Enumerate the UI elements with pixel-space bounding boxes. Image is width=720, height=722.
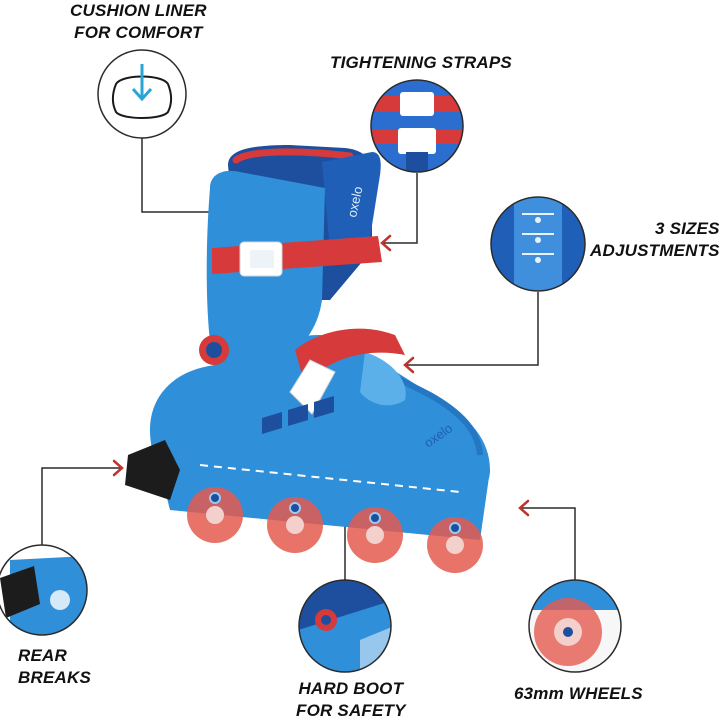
cushion-liner-line2: FOR COMFORT bbox=[74, 23, 203, 42]
hard-boot-label: HARD BOOT FOR SAFETY bbox=[296, 678, 406, 722]
rear-brake-connector bbox=[41, 467, 122, 545]
hard-boot-line2: FOR SAFETY bbox=[296, 701, 406, 720]
frame-checker-trim bbox=[199, 464, 461, 493]
rear-brake-pad bbox=[125, 440, 180, 500]
wheels-label: 63mm WHEELS bbox=[514, 683, 643, 705]
frame-bolts bbox=[209, 492, 461, 534]
hard-boot-line1: HARD BOOT bbox=[298, 679, 404, 698]
straps-arrowhead bbox=[380, 234, 392, 252]
rear-brake-detail bbox=[0, 544, 88, 636]
cuff-collar-trim bbox=[232, 148, 354, 164]
instep-panel bbox=[360, 352, 406, 406]
wheels-line1: 63mm WHEELS bbox=[514, 684, 643, 703]
lower-strap bbox=[295, 328, 405, 385]
toe-cap-edge bbox=[383, 369, 483, 456]
size-adjust-label: 3 SIZES ADJUSTMENTS bbox=[590, 218, 720, 262]
cushion-liner-line1: CUSHION LINER bbox=[70, 1, 207, 20]
pillow-icon bbox=[112, 64, 172, 119]
cushion-liner-detail bbox=[97, 49, 187, 139]
cushion-connector bbox=[141, 137, 222, 213]
tongue bbox=[322, 152, 381, 250]
side-vents bbox=[262, 396, 334, 434]
inline-skate: oxelo oxelo bbox=[125, 145, 490, 573]
wheels-connector bbox=[520, 507, 576, 580]
ankle-pivot-center bbox=[206, 342, 222, 358]
rear-brake-arrowhead bbox=[112, 459, 124, 477]
size-adjust-line1: 3 SIZES bbox=[655, 219, 720, 238]
size-adjustments-detail bbox=[490, 196, 586, 292]
wheels-detail bbox=[528, 579, 622, 673]
rear-brake-line2: BREAKS bbox=[18, 668, 91, 687]
tightening-straps-line1: TIGHTENING STRAPS bbox=[330, 53, 512, 72]
straps-connector bbox=[382, 173, 418, 244]
cushion-liner-label: CUSHION LINER FOR COMFORT bbox=[70, 0, 207, 44]
sizes-connector bbox=[405, 292, 539, 366]
tongue-brand: oxelo bbox=[344, 185, 365, 219]
hard-boot-detail bbox=[298, 579, 392, 673]
wheels bbox=[187, 487, 483, 573]
size-adjust-line2: ADJUSTMENTS bbox=[590, 241, 720, 260]
tightening-straps-label: TIGHTENING STRAPS bbox=[330, 52, 512, 74]
tightening-straps-detail bbox=[370, 79, 464, 173]
upper-buckle-lever bbox=[250, 250, 274, 268]
wheels-arrowhead bbox=[518, 499, 530, 517]
rear-brake-line1: REAR bbox=[18, 646, 67, 665]
sizes-arrowhead bbox=[403, 356, 415, 374]
rear-brake-label: REAR BREAKS bbox=[18, 645, 91, 689]
